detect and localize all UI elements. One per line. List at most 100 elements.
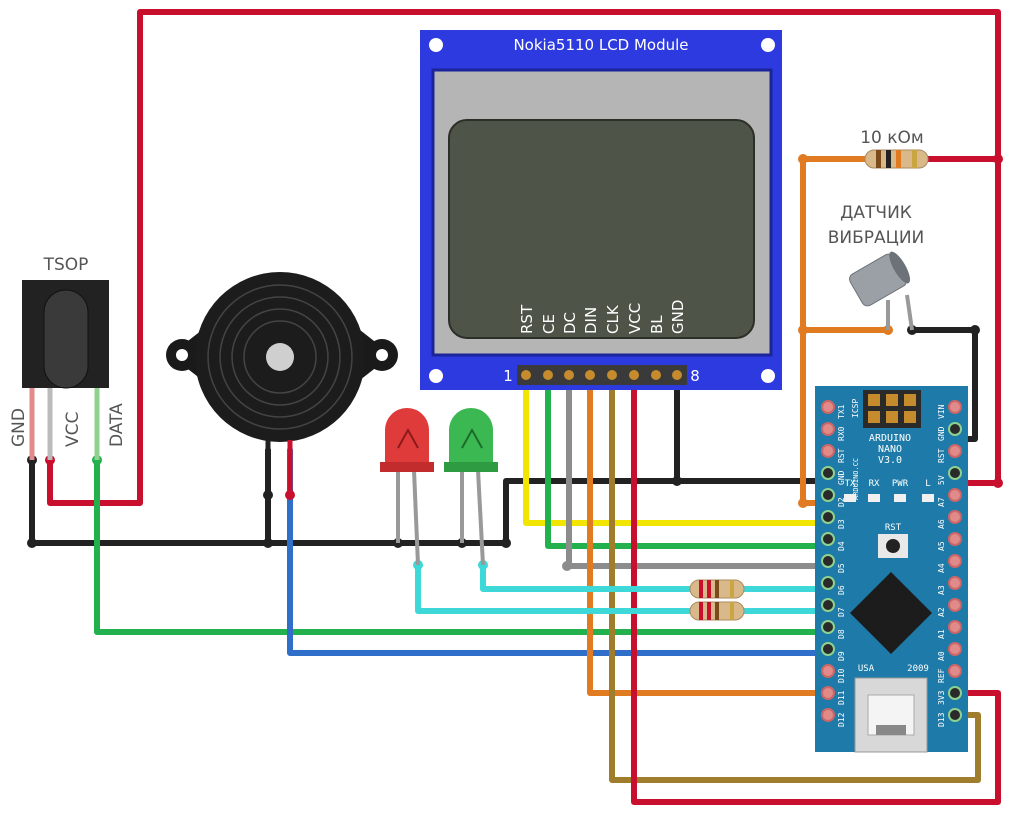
lcd-pin-label-rst: RST: [518, 304, 536, 334]
nano-pin-right-a2: [948, 598, 962, 612]
nano-pin-label-d8: D8: [837, 629, 846, 639]
nano-pin-label-right-a1: A1: [937, 629, 946, 639]
lcd-hole-bl: [429, 369, 443, 383]
nano-pin-d8: [821, 620, 835, 634]
nano-pin-d5: [821, 554, 835, 568]
lcd-pin-6: [629, 370, 639, 380]
nano-pin-label-right-vin: VIN: [937, 404, 946, 419]
nano-led-rx: [868, 494, 880, 502]
piezo-buzzer: [166, 272, 398, 495]
lcd-pin-label-gnd: GND: [669, 300, 687, 334]
led-red-body: [385, 408, 429, 468]
nano-year: 2009: [907, 664, 929, 674]
nano-pin-label-tx1: TX1: [837, 404, 846, 419]
junction-dot: [672, 476, 682, 486]
nano-icsp-label: ICSP: [851, 399, 860, 418]
lcd-pin-label-din: DIN: [582, 307, 600, 334]
wire-red-lcd-vcc: [631, 372, 1001, 805]
nano-pin-label-right-a2: A2: [937, 607, 946, 617]
junction-dot: [798, 154, 808, 164]
nano-led-tx: [844, 494, 856, 502]
nano-pin-d9: [821, 642, 835, 656]
junction-dot: [27, 538, 37, 548]
nano-pin-label-right-3v3: 3V3: [937, 690, 946, 705]
wire-brown-clk: [609, 372, 981, 783]
nano-pin-right-a5: [948, 532, 962, 546]
nano-site: ARDUINO.CC: [852, 458, 860, 500]
lcd-pin-header: [517, 365, 687, 385]
wire-green-tsop-data: [94, 457, 833, 635]
nano-pin-right-vin: [948, 400, 962, 414]
junction-dot: [798, 498, 808, 508]
nano-pin-d6: [821, 576, 835, 590]
lcd-pin-label-bl: BL: [648, 315, 666, 334]
lcd-pin-5: [607, 370, 617, 380]
lcd-pin-1: [521, 370, 531, 380]
lcd-screen: [448, 119, 755, 339]
nano-pin-d3: [821, 510, 835, 524]
nano-pin-right-3v3: [948, 686, 962, 700]
nano-pin-label-right-a6: A6: [937, 519, 946, 529]
nano-usa: USA: [858, 664, 875, 674]
lcd-pin-7: [651, 370, 661, 380]
nano-pin-label-rx0: RX0: [837, 426, 846, 441]
sensor-label-line1: ДАТЧИК: [840, 203, 912, 223]
nano-pin-label-d3: D3: [837, 519, 846, 529]
lcd-title: Nokia5110 LCD Module: [513, 36, 688, 54]
junction-dot: [993, 478, 1003, 488]
lcd-pin-2: [543, 370, 553, 380]
lcd-pin-4: [585, 370, 595, 380]
nano-pin-right-a6: [948, 510, 962, 524]
nano-mcu-chip: [849, 571, 933, 655]
nano-led-label-rx: RX: [869, 479, 880, 489]
resistor-10k: 10 кОм: [860, 128, 929, 169]
nano-pin-label-d12: D12: [837, 712, 846, 727]
wire-cyan-green-led: [480, 562, 693, 592]
wire-cyan-red-led: [415, 562, 693, 614]
nano-pin-right-rst: [948, 444, 962, 458]
nano-pin-tx1: [821, 400, 835, 414]
nano-left-pins: [821, 400, 835, 722]
lcd-pin-3: [564, 370, 574, 380]
resistor-value-label: 10 кОм: [860, 128, 924, 148]
nano-pin-label-d11: D11: [837, 690, 846, 705]
wire-orange-din: [587, 372, 833, 696]
nano-brand: ARDUINO: [869, 433, 911, 444]
nano-led-l: [922, 494, 934, 502]
wire-gray-dc: [566, 372, 833, 569]
nano-pin-right-5v: [948, 466, 962, 480]
tsop-data-label: DATA: [107, 403, 127, 447]
nano-usb-connector: [854, 677, 928, 753]
wire-green-ce: [545, 372, 833, 549]
sensor-label-line2: ВИБРАЦИИ: [828, 228, 925, 248]
led-red: [380, 408, 434, 566]
tsop-dome: [43, 289, 89, 389]
junction-dot: [798, 325, 808, 335]
nano-pin-label-d5: D5: [837, 563, 846, 573]
resistor-led-green: [689, 579, 745, 599]
nano-pin-rst: [821, 444, 835, 458]
junction-dot: [501, 538, 511, 548]
nano-pin-label-gnd: GND: [837, 470, 846, 485]
nano-led-pwr: [894, 494, 906, 502]
nano-pin-right-d13: [948, 708, 962, 722]
nano-pin-label-d4: D4: [837, 541, 846, 551]
wire-black-gnd-bus: [29, 457, 833, 546]
junction-dot: [263, 538, 273, 548]
nano-pin-label-right-a5: A5: [937, 541, 946, 551]
nano-led-label-pwr: PWR: [892, 479, 909, 489]
nano-pin-right-ref: [948, 664, 962, 678]
tsop-label: TSOP: [43, 255, 89, 275]
nano-pin-d12: [821, 708, 835, 722]
lcd-pin-first: 1: [503, 367, 513, 385]
nano-pin-d11: [821, 686, 835, 700]
nano-pin-label-right-rst: RST: [937, 448, 946, 463]
lcd-pin-8: [672, 370, 682, 380]
nano-pin-label-right-a7: A7: [937, 497, 946, 507]
nano-pin-right-a3: [948, 576, 962, 590]
nano-pin-label-d6: D6: [837, 585, 846, 595]
wires: [29, 9, 1001, 805]
lcd-hole-br: [761, 369, 775, 383]
